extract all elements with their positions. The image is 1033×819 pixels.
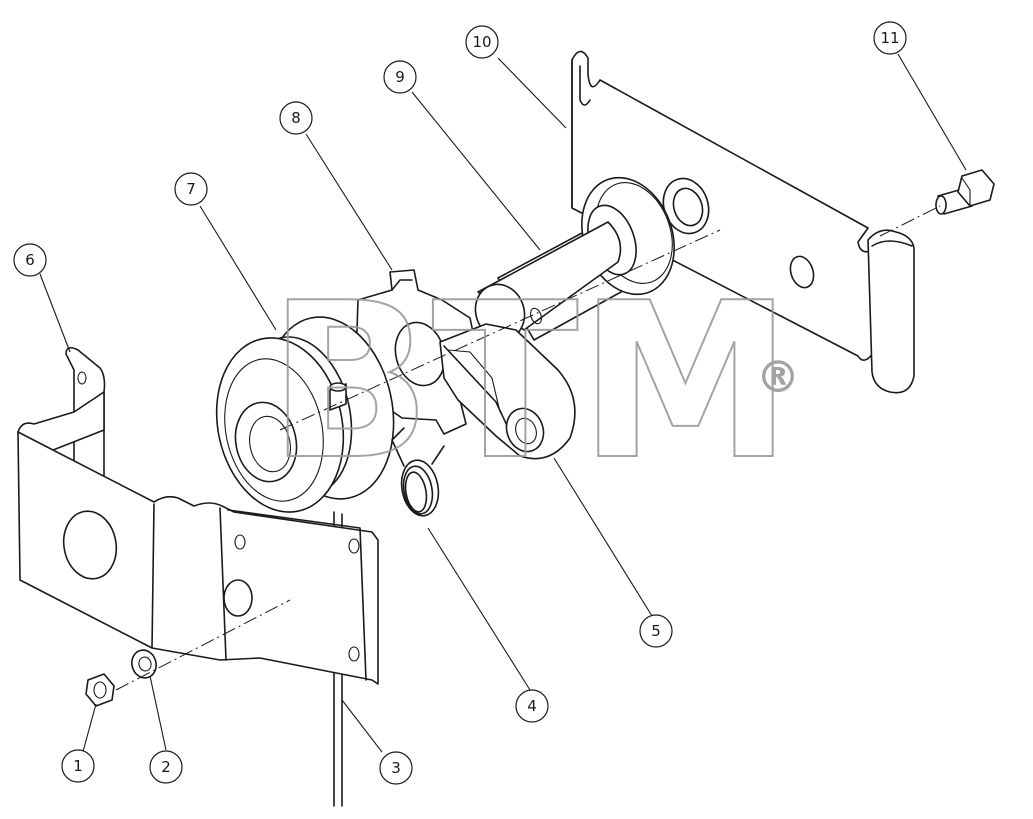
leader-3	[341, 699, 383, 753]
callout-9: 9	[383, 60, 417, 94]
callout-8: 8	[279, 101, 313, 135]
leader-7	[199, 205, 277, 331]
watermark: BTM ®	[267, 255, 800, 508]
callout-1: 1	[61, 749, 95, 783]
leader-5	[553, 457, 653, 617]
watermark-registered-mark: ®	[756, 352, 800, 403]
callout-6: 6	[13, 243, 47, 277]
callout-1-label: 1	[73, 757, 83, 775]
leader-8	[305, 133, 393, 271]
callout-4: 4	[515, 689, 549, 723]
callout-7: 7	[174, 172, 208, 206]
mounting-bracket	[17, 346, 379, 685]
leader-9	[411, 91, 541, 251]
callout-2-label: 2	[161, 758, 171, 776]
leader-11	[897, 53, 967, 171]
lever-arm	[439, 323, 576, 460]
hex-nut	[85, 673, 115, 707]
callout-2: 2	[149, 750, 183, 784]
callout-7-label: 7	[186, 180, 196, 198]
leader-4	[427, 527, 531, 691]
pulley	[215, 316, 395, 513]
callout-3: 3	[379, 751, 413, 785]
washer	[131, 649, 157, 679]
callout-11: 11	[873, 21, 907, 55]
leader-10	[497, 57, 567, 129]
torsion-spring	[391, 427, 445, 517]
callout-10-label: 10	[472, 33, 491, 51]
bolt	[935, 169, 995, 215]
leader-2	[149, 675, 167, 751]
callout-5-label: 5	[651, 622, 661, 640]
leader-lines	[39, 53, 967, 771]
callout-5: 5	[639, 614, 673, 648]
watermark-text: BTM	[268, 256, 792, 507]
callout-4-label: 4	[527, 697, 537, 715]
center-lines	[115, 205, 941, 691]
callout-bubbles: 1 2 3 4 5 6 7 8	[13, 21, 907, 785]
callout-3-label: 3	[391, 759, 401, 777]
shaft	[474, 176, 675, 341]
leader-6	[39, 273, 71, 353]
callout-8-label: 8	[291, 109, 301, 127]
callout-10: 10	[465, 25, 499, 59]
callout-6-label: 6	[25, 251, 35, 269]
callout-9-label: 9	[395, 68, 405, 86]
callout-11-label: 11	[880, 29, 899, 47]
